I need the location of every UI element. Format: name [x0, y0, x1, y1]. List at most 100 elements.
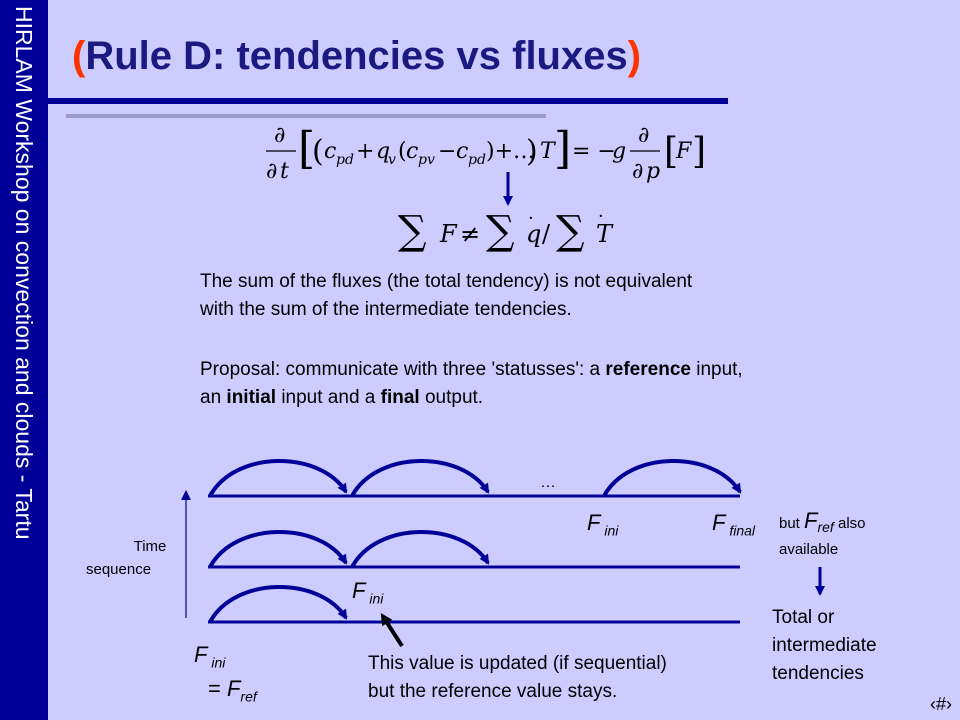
svg-text:)+…: )+… [486, 139, 535, 164]
proposal-text: an [200, 387, 227, 408]
f-symbol: F [587, 510, 601, 535]
result-line3: tendencies [772, 663, 864, 684]
step-arc [208, 530, 348, 568]
svg-text:c: c [456, 139, 468, 164]
but-ref-also-line2: available [779, 541, 839, 558]
svg-text:= −: = − [572, 139, 616, 164]
svg-text:∂: ∂ [274, 123, 285, 148]
result-label: Total or intermediate tendencies [772, 604, 877, 688]
paragraph-proposal-line1: Proposal: communicate with three 'status… [200, 356, 743, 384]
f-subscript: ref [817, 519, 834, 535]
svg-text:∑: ∑ [486, 208, 515, 254]
ellipsis: … [540, 474, 556, 491]
f-subscript: ini [369, 590, 384, 607]
title-close-paren: ) [627, 34, 642, 78]
slide-title: (Rule D: tendencies vs fluxes) [72, 34, 641, 79]
proposal-text: output. [419, 387, 484, 408]
page-number: ‹#› [930, 694, 952, 714]
svg-text:pv: pv [418, 152, 435, 168]
svg-text:c: c [406, 139, 418, 164]
also-text: also [833, 515, 866, 532]
f-symbol: F [226, 676, 241, 701]
f-ini-mid-label: F ini [352, 578, 383, 606]
f-subscript: ref [240, 688, 257, 705]
svg-text:[: [ [664, 131, 678, 172]
title-underline [48, 98, 728, 104]
svg-text:pd: pd [336, 152, 354, 168]
svg-text:t: t [280, 159, 289, 184]
title-underline-light [66, 114, 546, 118]
update-note-line2: but the reference value stays. [368, 681, 618, 702]
f-symbol: F [352, 578, 366, 603]
proposal-text: input and a [276, 387, 381, 408]
f-symbol: F [194, 642, 208, 667]
paragraph-flux-sum-line2: with the sum of the intermediate tendenc… [200, 299, 572, 320]
f-symbol: F [712, 510, 726, 535]
svg-text:]: ] [692, 131, 706, 172]
svg-text:q: q [526, 220, 541, 248]
eq-ref-label: = Fref [208, 676, 257, 704]
time-axis-label: Time [128, 538, 172, 555]
svg-text:∑: ∑ [556, 208, 585, 254]
svg-text:∂: ∂ [632, 159, 643, 184]
svg-text:∑: ∑ [398, 208, 427, 254]
paragraph-proposal-line2: an initial input and a final output. [200, 384, 743, 412]
svg-text:pd: pd [468, 152, 486, 168]
f-subscript: ini [604, 522, 619, 539]
svg-text:+: + [356, 139, 374, 164]
step-arc [350, 459, 490, 497]
equals-sign: = [208, 676, 227, 701]
svg-text:v: v [388, 152, 396, 168]
proposal-initial: initial [226, 387, 277, 408]
svg-text:∂: ∂ [266, 159, 277, 184]
svg-text:·: · [598, 206, 604, 227]
proposal-text: input, [690, 359, 743, 380]
step-arc [208, 585, 348, 623]
note-pointer-arrow [380, 612, 404, 648]
step-arc [350, 530, 490, 568]
time-axis-label-line2: sequence [86, 561, 152, 578]
but-text: but [779, 515, 805, 532]
svg-text:T: T [540, 139, 557, 164]
result-line1: Total or [772, 607, 835, 628]
title-open-paren: ( [72, 34, 86, 78]
proposal-reference: reference [605, 359, 691, 380]
f-subscript: final [729, 522, 756, 539]
f-ini-bottom-label: F ini [194, 642, 225, 670]
svg-text:q: q [376, 139, 390, 164]
step-arc [602, 459, 742, 497]
svg-text:p: p [646, 159, 660, 184]
svg-text:−: − [438, 139, 456, 164]
svg-text:]: ] [554, 123, 571, 174]
svg-text:/: / [542, 220, 551, 248]
update-note: This value is updated (if sequential) bu… [368, 650, 667, 706]
svg-text:F: F [439, 220, 458, 248]
svg-text:): ) [526, 134, 538, 169]
update-note-line1: This value is updated (if sequential) [368, 653, 667, 674]
svg-text:∂: ∂ [638, 123, 649, 148]
step-arc [208, 459, 348, 497]
proposal-text: Proposal: communicate with three 'status… [200, 359, 606, 380]
paragraph-flux-sum-line1: The sum of the fluxes (the total tendenc… [200, 271, 693, 292]
svg-text:g: g [612, 139, 626, 164]
svg-text:T: T [596, 220, 614, 248]
result-line2: intermediate [772, 635, 877, 656]
svg-text:F: F [675, 139, 692, 164]
proposal-final: final [380, 387, 420, 408]
svg-text:c: c [324, 139, 336, 164]
svg-text:≠: ≠ [460, 220, 480, 248]
svg-text:(: ( [312, 134, 324, 169]
f-final-label: F final [712, 510, 755, 538]
time-axis-label-line1: Time [133, 538, 167, 555]
paragraph-flux-sum: The sum of the fluxes (the total tendenc… [200, 268, 692, 324]
svg-text:[: [ [298, 123, 315, 174]
svg-text:·: · [528, 208, 534, 229]
f-ini-top-label: F ini [587, 510, 618, 538]
but-ref-also-label: but Fref also available [779, 510, 866, 561]
f-subscript: ini [211, 654, 226, 671]
svg-text:(: ( [398, 139, 407, 164]
f-symbol: F [804, 508, 818, 533]
but-ref-also-line1: but Fref also [779, 510, 866, 539]
